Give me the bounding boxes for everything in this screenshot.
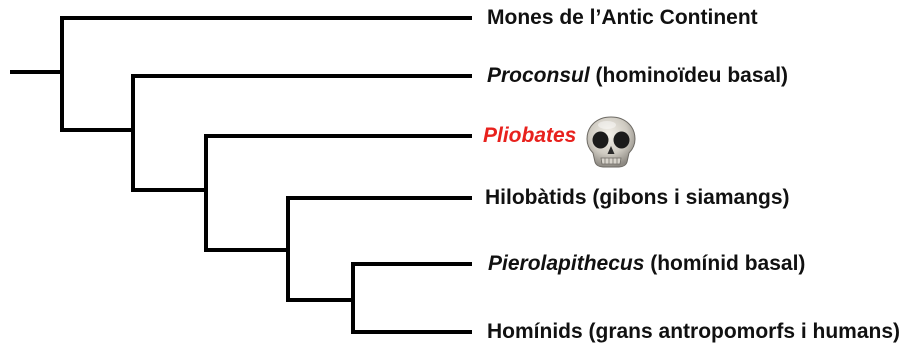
taxon-description: (homínid basal) — [644, 252, 806, 275]
taxon-genus: Pierolapithecus — [488, 252, 645, 275]
label-pliobates: Pliobates — [483, 124, 576, 148]
label-hominids: Homínids (grans antropomorfs i humans) — [487, 320, 900, 344]
taxon-name: Hilobàtids (gibons i siamangs) — [485, 186, 790, 209]
taxon-name: Homínids (grans antropomorfs i humans) — [487, 320, 901, 343]
taxon-genus-highlight: Pliobates — [483, 124, 577, 147]
taxon-description: (hominoïdeu basal) — [589, 64, 789, 87]
label-pierolapithecus: Pierolapithecus (homínid basal) — [488, 252, 805, 276]
label-hylobatids: Hilobàtids (gibons i siamangs) — [485, 186, 790, 210]
taxon-name: Mones de l’Antic Continent — [487, 6, 758, 29]
label-old-world-monkeys: Mones de l’Antic Continent — [487, 6, 758, 30]
label-proconsul: Proconsul (hominoïdeu basal) — [487, 64, 788, 88]
taxon-genus: Proconsul — [487, 64, 590, 87]
skull-icon — [586, 116, 636, 168]
